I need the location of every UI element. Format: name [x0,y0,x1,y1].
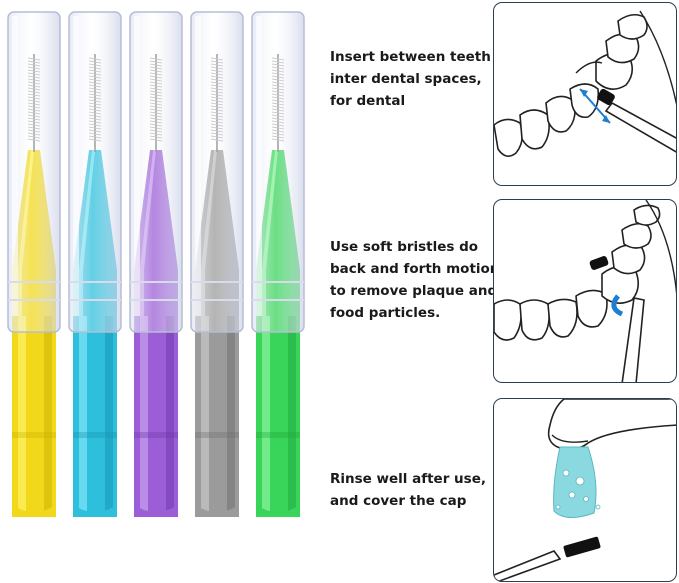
step-2-line-4: food particles. [330,305,441,321]
brush-purple [129,11,183,517]
brush-blue [68,11,122,517]
step-1-illustration [493,2,677,186]
step-1-line-1: Insert between teeth [330,49,491,65]
step-3-text: Rinse well after use, and cover the cap [330,468,498,512]
step-2-line-2: back and forth motion [330,261,500,277]
brush-green [251,11,305,517]
step-1-line-3: for dental [330,93,406,109]
step-3-illustration [493,398,677,582]
step-2-line-1: Use soft bristles do [330,239,479,255]
step-1-line-2: inter dental spaces, [330,71,482,87]
step-3-line-1: Rinse well after use, [330,471,486,487]
step-2-illustration [493,199,677,383]
step-1-text: Insert between teeth inter dental spaces… [330,46,498,112]
brush-yellow [7,11,61,517]
step-3-line-2: and cover the cap [330,493,467,509]
brush-gray [190,11,244,517]
step-2-line-3: to remove plaque and [330,283,498,299]
step-2-text: Use soft bristles do back and forth moti… [330,236,500,324]
interdental-brushes-photo [7,11,305,517]
